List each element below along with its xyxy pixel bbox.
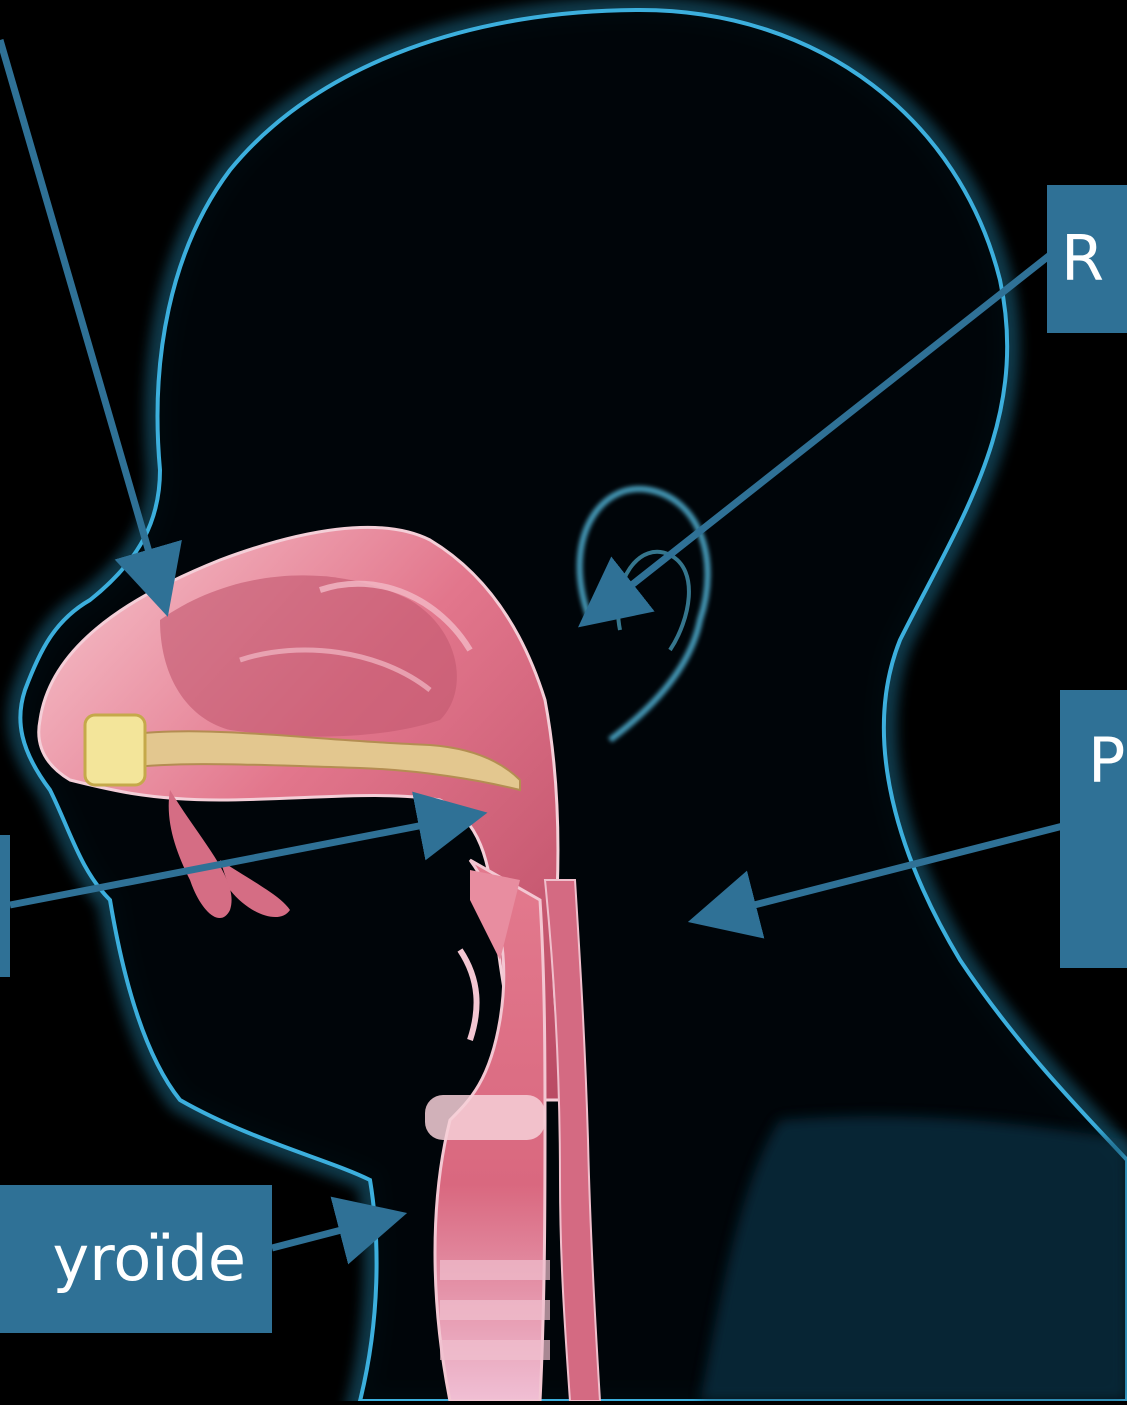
arrow-top-left [0, 40, 160, 590]
label-right-mid: P [1060, 690, 1127, 968]
label-bottom-left: yroïde [0, 1185, 272, 1333]
label-right-top: R [1047, 185, 1127, 333]
label-left-mid [0, 835, 10, 977]
